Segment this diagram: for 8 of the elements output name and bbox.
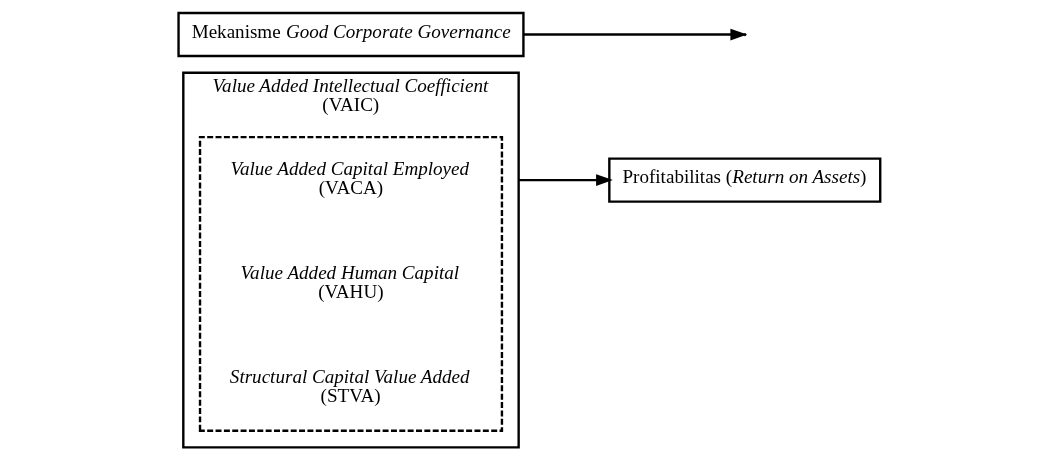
arrow [523, 28, 747, 41]
node-box: Mekanisme Good Corporate Governance [176, 11, 525, 58]
node-text: Value Added Human Capital (VAHU) [240, 261, 459, 303]
node-text: Value Added Capital Employed (VACA) [229, 158, 469, 199]
arrow [518, 174, 613, 186]
node-box: Profitabilitas (Return on Assets) [607, 157, 881, 203]
node-text: Structural Capital Value Added (STVA) [229, 365, 470, 406]
cluster [198, 135, 503, 432]
